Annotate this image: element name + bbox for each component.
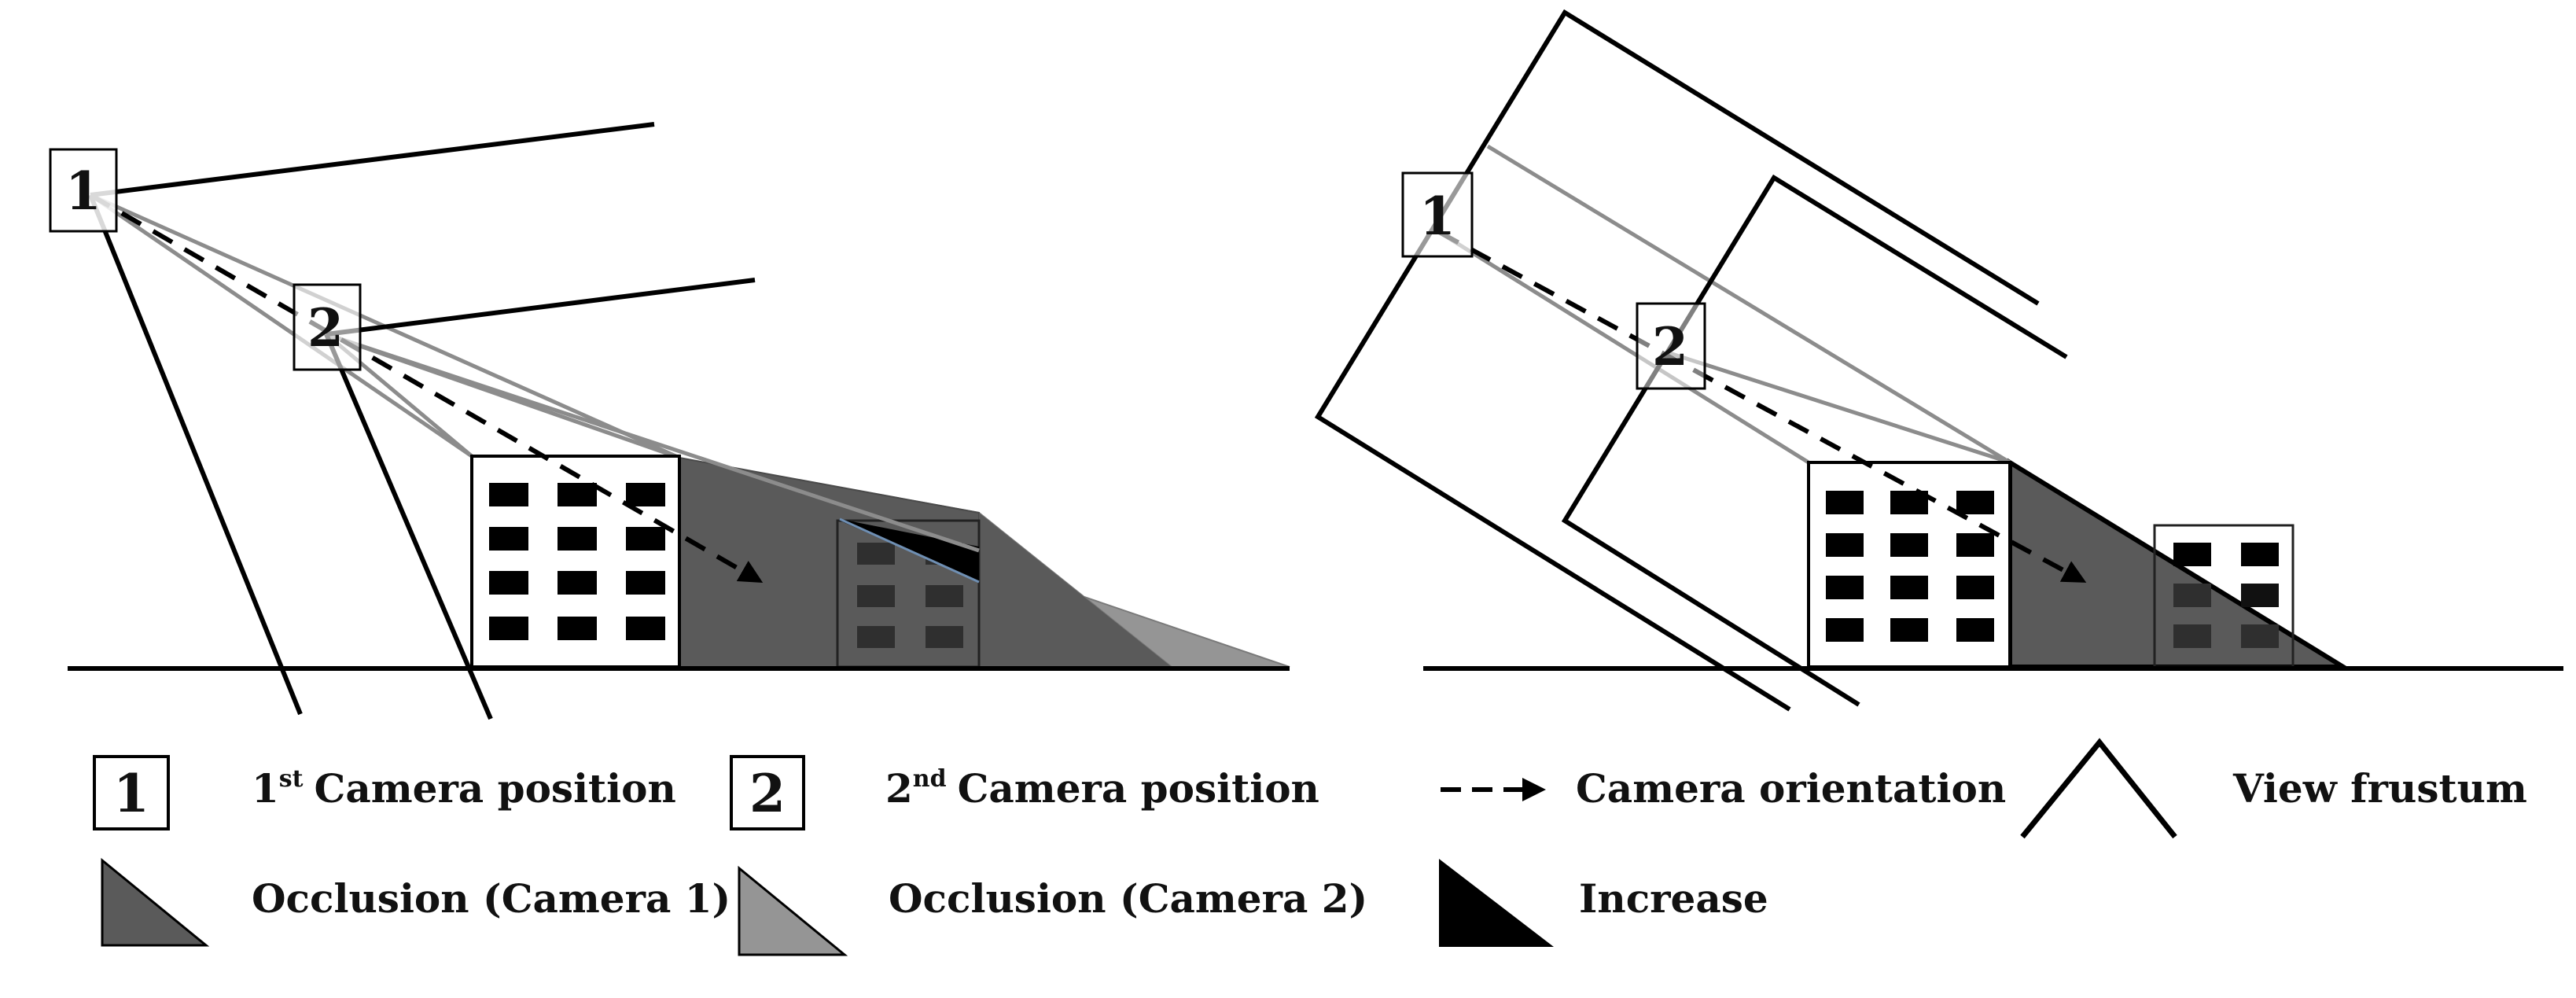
legend-frustum: View frustum: [2020, 738, 2527, 839]
window: [1826, 533, 1864, 557]
legend-occlusion2-label: Occlusion (Camera 2): [889, 875, 1367, 922]
window: [1956, 576, 1994, 599]
legend-camera1-marker: 1: [113, 763, 149, 824]
light-gray-triangle-icon: [738, 865, 848, 956]
window: [2241, 624, 2279, 648]
window: [1956, 618, 1994, 642]
window: [2241, 584, 2279, 607]
view-frustum-camera1: [88, 122, 655, 716]
camera-orientation-arrow: [89, 193, 764, 583]
legend-camera2-marker: 2: [749, 763, 786, 824]
legend-frustum-label: View frustum: [2232, 765, 2527, 812]
window: [1826, 576, 1864, 599]
legend-orientation: Camera orientation: [1441, 765, 2006, 812]
legend-occlusion1: Occlusion (Camera 1): [101, 857, 730, 947]
window: [558, 483, 597, 506]
camera1-marker-label: 1: [1419, 186, 1455, 247]
occlusion-camera1-region-tip: [979, 513, 1172, 667]
view-frustum-camera2: [324, 278, 756, 720]
legend-camera1-marker-box: [93, 755, 170, 830]
window: [2241, 543, 2279, 566]
increase-edge: [839, 517, 980, 584]
window: [626, 571, 665, 595]
window: [1890, 533, 1928, 557]
window: [489, 617, 528, 640]
legend-orientation-label: Camera orientation: [1576, 765, 2006, 812]
camera2-marker-label: 2: [1652, 316, 1688, 377]
window: [558, 571, 597, 595]
window: [2173, 624, 2211, 648]
window: [926, 585, 963, 607]
right-panel: 1 2: [1314, 9, 2563, 712]
legend-increase-label: Increase: [1579, 875, 1768, 922]
window: [2173, 584, 2211, 607]
window: [626, 527, 665, 551]
window: [489, 483, 528, 506]
camera2-marker-box: [293, 283, 362, 371]
window: [857, 543, 895, 565]
window: [558, 617, 597, 640]
front-building: [470, 455, 681, 668]
window: [857, 585, 895, 607]
legend-camera2-marker-box: [730, 755, 805, 830]
window: [1956, 491, 1994, 514]
window: [1826, 618, 1864, 642]
window: [489, 527, 528, 551]
back-building: [2153, 524, 2294, 668]
legend-increase: Increase: [1439, 859, 1768, 947]
window: [626, 617, 665, 640]
legend-occlusion2: Occlusion (Camera 2): [738, 865, 1367, 956]
camera1-marker: 1: [1401, 171, 1474, 258]
window: [2173, 543, 2211, 566]
dark-gray-triangle-icon: [101, 857, 210, 947]
window: [926, 626, 963, 648]
camera2-marker-label: 2: [307, 297, 344, 359]
window: [1956, 533, 1994, 557]
legend-occlusion1-label: Occlusion (Camera 1): [252, 875, 730, 922]
sight-rays: [1437, 144, 2011, 465]
window: [1890, 576, 1928, 599]
left-panel: 1 2: [49, 122, 1290, 720]
front-building: [1807, 461, 2011, 668]
camera2-marker: 2: [1636, 302, 1706, 390]
window: [1826, 491, 1864, 514]
window: [489, 571, 528, 595]
window: [1890, 618, 1928, 642]
view-frustum-icon: [2020, 738, 2177, 839]
camera2-marker: 2: [293, 283, 362, 371]
black-triangle-icon: [1439, 859, 1554, 947]
window: [558, 527, 597, 551]
camera1-marker-label: 1: [65, 160, 101, 222]
camera1-marker-box: [49, 148, 118, 233]
camera1-marker: 1: [49, 148, 118, 233]
window: [626, 483, 665, 506]
camera1-marker-box: [1401, 171, 1474, 258]
window: [857, 626, 895, 648]
camera2-marker-box: [1636, 302, 1706, 390]
camera-orientation-arrow: [1437, 230, 2087, 583]
